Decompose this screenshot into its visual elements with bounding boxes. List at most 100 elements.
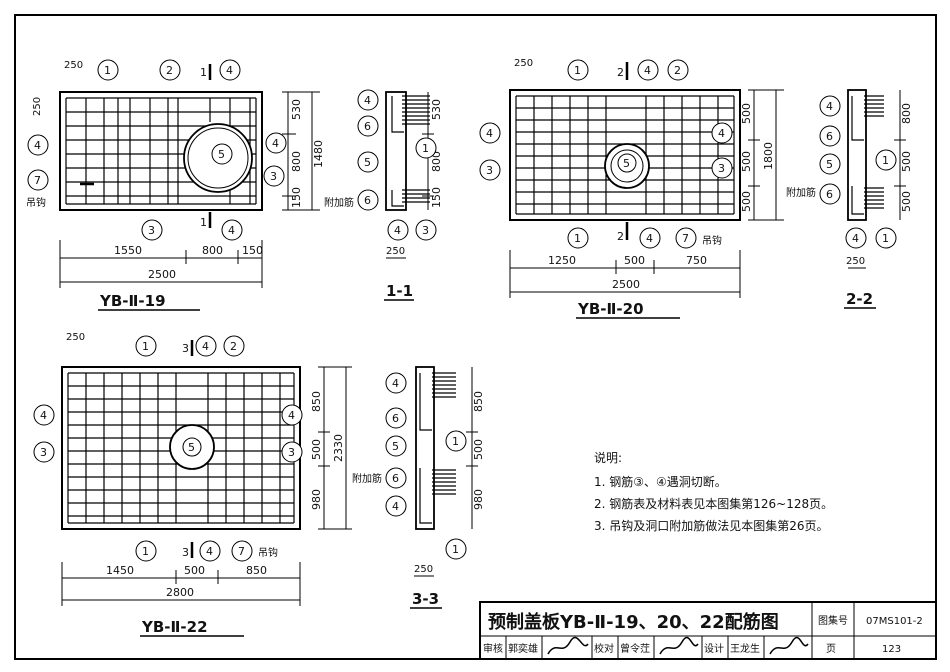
svg-text:4: 4	[272, 137, 279, 150]
dim-v2: 800	[290, 151, 303, 172]
svg-text:850: 850	[472, 391, 485, 412]
svg-text:500: 500	[740, 151, 753, 172]
dim-v3: 150	[290, 187, 303, 208]
svg-text:2: 2	[166, 64, 173, 77]
svg-text:2: 2	[617, 66, 624, 79]
svg-text:4: 4	[40, 409, 47, 422]
svg-text:5: 5	[826, 158, 833, 171]
svg-text:附加筋: 附加筋	[786, 186, 816, 199]
svg-text:曾令茳: 曾令茳	[620, 642, 650, 655]
svg-text:3-3: 3-3	[412, 590, 439, 608]
svg-text:4: 4	[394, 224, 401, 237]
svg-text:1800: 1800	[762, 142, 775, 170]
svg-text:500: 500	[740, 103, 753, 124]
svg-text:1: 1	[104, 64, 111, 77]
dim-1550: 1550	[114, 244, 142, 257]
svg-text:4: 4	[364, 94, 371, 107]
svg-text:5: 5	[623, 157, 630, 170]
svg-text:4: 4	[202, 340, 209, 353]
section-2-2: 800 500 500 250 附加筋 46 56 14 1 2-2	[786, 89, 913, 309]
svg-text:1: 1	[142, 545, 149, 558]
svg-text:250: 250	[414, 564, 433, 575]
dim-150: 150	[242, 244, 263, 257]
svg-text:1: 1	[452, 435, 459, 448]
svg-text:附加筋: 附加筋	[324, 196, 354, 209]
svg-text:4: 4	[644, 64, 651, 77]
svg-text:王龙生: 王龙生	[730, 642, 760, 655]
svg-text:3: 3	[182, 546, 189, 559]
panel-yb-ii-19: 1550 800 150 2500 530 800 150 1480 250 2…	[26, 59, 325, 311]
svg-text:1: 1	[200, 216, 207, 229]
svg-text:250: 250	[32, 97, 43, 116]
svg-text:4: 4	[228, 224, 235, 237]
svg-text:3: 3	[270, 170, 277, 183]
svg-text:500: 500	[472, 439, 485, 460]
svg-text:7: 7	[34, 174, 41, 187]
panel-yb-ii-22: 1450 500 850 2800 850 500 980 2330 250 吊…	[33, 332, 352, 637]
svg-text:1: 1	[882, 232, 889, 245]
svg-text:3: 3	[40, 446, 47, 459]
svg-text:吊钩: 吊钩	[258, 547, 278, 559]
svg-text:500: 500	[900, 151, 913, 172]
panel-yb-ii-20: 1250 500 750 2500 500 500 500 1800 250 吊…	[479, 58, 784, 319]
dim-800: 800	[202, 244, 223, 257]
svg-text:6: 6	[364, 120, 371, 133]
svg-text:图集号: 图集号	[818, 614, 848, 627]
svg-text:500: 500	[184, 564, 205, 577]
panel-title: YB-Ⅱ-19	[99, 292, 166, 310]
svg-text:吊钩: 吊钩	[702, 235, 722, 247]
svg-text:3: 3	[182, 342, 189, 355]
svg-text:1250: 1250	[548, 254, 576, 267]
svg-text:1: 1	[422, 142, 429, 155]
svg-text:750: 750	[686, 254, 707, 267]
svg-text:4: 4	[34, 139, 41, 152]
svg-text:3: 3	[486, 164, 493, 177]
svg-text:980: 980	[472, 489, 485, 510]
svg-text:850: 850	[310, 391, 323, 412]
svg-text:2-2: 2-2	[846, 290, 873, 308]
svg-text:1: 1	[452, 543, 459, 556]
svg-text:1: 1	[200, 66, 207, 79]
dim-edge: 250	[64, 60, 83, 71]
svg-text:1: 1	[882, 154, 889, 167]
svg-text:5: 5	[364, 156, 371, 169]
svg-text:1: 1	[574, 64, 581, 77]
svg-text:6: 6	[392, 412, 399, 425]
svg-text:YB-Ⅱ-20: YB-Ⅱ-20	[577, 300, 644, 318]
svg-text:3: 3	[148, 224, 155, 237]
hook-label: 吊钩	[26, 197, 46, 209]
section-1-1: 530 800 150 250 附加筋 46 56 14 3 1-1	[324, 89, 443, 301]
svg-text:250: 250	[514, 58, 533, 69]
section-title: 1-1	[386, 282, 413, 300]
svg-text:4: 4	[486, 127, 493, 140]
svg-text:5: 5	[218, 148, 225, 161]
dim-total-w: 2500	[148, 268, 176, 281]
rebar-vertical	[65, 98, 257, 204]
callouts	[27, 59, 287, 241]
svg-text:6: 6	[826, 188, 833, 201]
svg-text:2: 2	[230, 340, 237, 353]
svg-text:2: 2	[674, 64, 681, 77]
svg-text:4: 4	[288, 409, 295, 422]
svg-text:YB-Ⅱ-22: YB-Ⅱ-22	[141, 618, 208, 636]
svg-text:4: 4	[206, 545, 213, 558]
svg-text:1: 1	[574, 232, 581, 245]
svg-text:2500: 2500	[612, 278, 640, 291]
svg-text:500: 500	[900, 191, 913, 212]
svg-text:980: 980	[310, 489, 323, 510]
svg-text:500: 500	[740, 191, 753, 212]
svg-text:850: 850	[246, 564, 267, 577]
svg-text:5: 5	[392, 440, 399, 453]
svg-text:5: 5	[188, 441, 195, 454]
section-3-3: 850 500 980 250 附加筋 46 56 41 1 3-3	[352, 366, 485, 609]
svg-text:6: 6	[364, 194, 371, 207]
panel-outline	[59, 91, 263, 211]
svg-text:4: 4	[646, 232, 653, 245]
svg-text:150: 150	[430, 187, 443, 208]
svg-text:7: 7	[238, 545, 245, 558]
svg-text:3: 3	[422, 224, 429, 237]
notes: 说明: 1. 钢筋③、④遇洞切断。 2. 钢筋表及材料表见本图集第126~128…	[594, 450, 833, 533]
svg-text:设计: 设计	[704, 642, 724, 655]
svg-text:800: 800	[430, 151, 443, 172]
